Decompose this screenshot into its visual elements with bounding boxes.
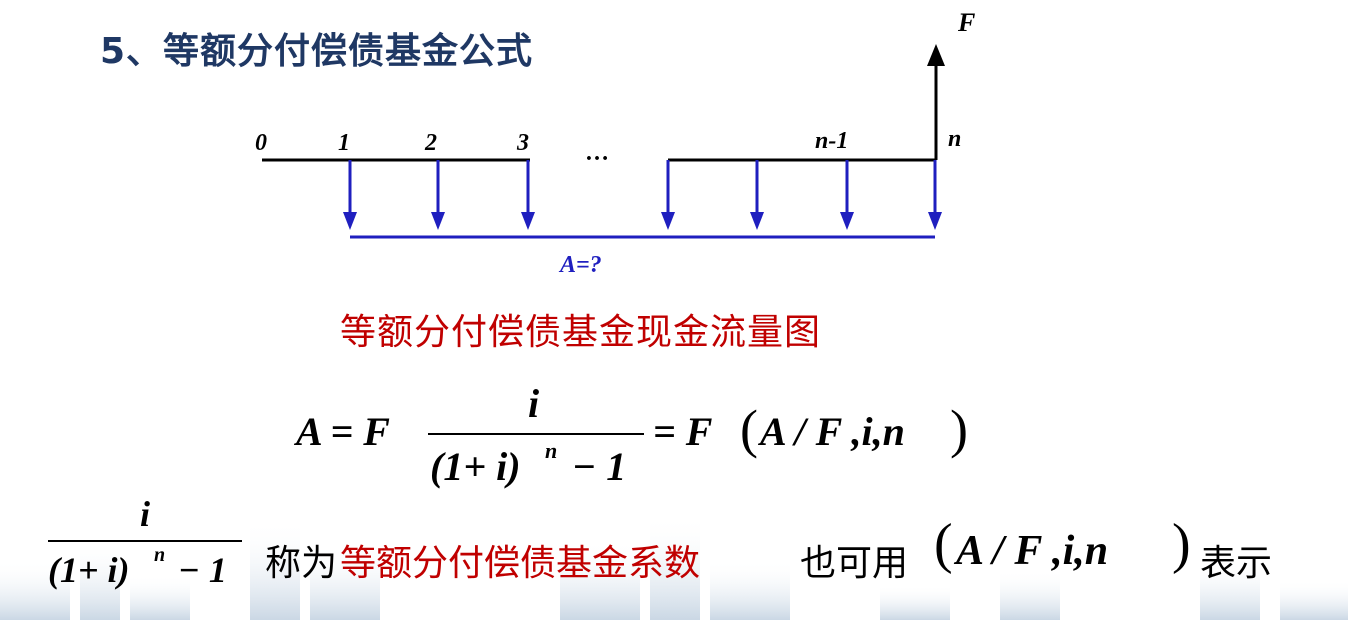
ellipsis: … bbox=[585, 140, 609, 166]
payment-label: A=? bbox=[560, 252, 602, 278]
formula-denominator-base: (1+ i) bbox=[430, 444, 521, 489]
desc-args: A / F ,i,n bbox=[956, 528, 1109, 574]
period-label-0: 0 bbox=[255, 130, 267, 156]
desc-text-called: 称为 bbox=[265, 543, 338, 584]
desc-text-represent: 表示 bbox=[1200, 543, 1273, 584]
formula-rhs-args: A / F ,i,n bbox=[760, 409, 905, 454]
desc-fraction-denominator-tail: − 1 bbox=[178, 550, 227, 590]
desc-fraction-denominator-base: (1+ i) bbox=[48, 550, 130, 590]
future-value-arrowhead bbox=[927, 44, 945, 66]
period-label-1: 1 bbox=[338, 130, 350, 156]
diagram-caption: 等额分付偿债基金现金流量图 bbox=[340, 312, 822, 353]
period-label-n: n bbox=[948, 126, 962, 152]
formula-rhs-open-paren: ( bbox=[740, 399, 758, 459]
formula-denominator-exp: n bbox=[545, 438, 558, 463]
formula-rhs-close-paren: ) bbox=[950, 399, 968, 459]
payment-arrowheads bbox=[343, 212, 942, 230]
page-title: 5、等额分付偿债基金公式 bbox=[100, 31, 534, 72]
desc-args-open-paren: ( bbox=[934, 513, 953, 575]
desc-args-close-paren: ) bbox=[1172, 513, 1191, 575]
desc-highlight-term: 等额分付偿债基金系数 bbox=[340, 543, 701, 584]
period-label-2: 2 bbox=[425, 130, 437, 156]
period-label-3: 3 bbox=[517, 130, 529, 156]
formula-fraction-line bbox=[428, 433, 644, 435]
formula-numerator: i bbox=[528, 381, 540, 426]
formula-rhs-prefix: = F bbox=[653, 409, 713, 454]
desc-fraction-denominator-exp: n bbox=[154, 544, 166, 566]
desc-text-also: 也可用 bbox=[800, 543, 909, 584]
formula-denominator-tail: − 1 bbox=[572, 444, 627, 489]
future-value-label: F bbox=[958, 8, 976, 37]
payment-arrows bbox=[348, 160, 937, 239]
period-label-n-1: n-1 bbox=[815, 128, 849, 154]
desc-fraction-numerator: i bbox=[140, 494, 151, 534]
formula-lhs: A = F bbox=[296, 409, 390, 454]
desc-fraction-line bbox=[48, 540, 242, 542]
